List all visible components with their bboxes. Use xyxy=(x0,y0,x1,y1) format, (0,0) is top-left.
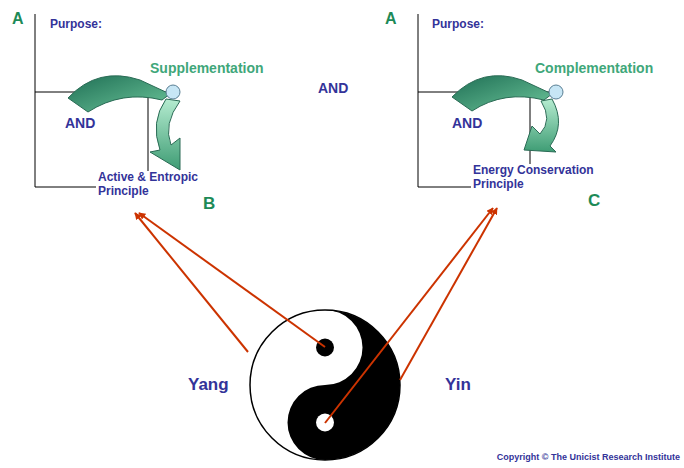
axis-letter: B xyxy=(203,194,215,214)
principle-label: Energy Conservation Principle xyxy=(471,164,640,192)
chart-panel: A Purpose: ComplementationAND Energy Conser… xyxy=(385,8,677,220)
axis-letter: A xyxy=(385,10,397,28)
curve-label: Complementation xyxy=(535,60,653,76)
polarity-label: Yin xyxy=(445,375,471,395)
axis-title: Purpose: xyxy=(432,18,484,32)
point-marker xyxy=(166,85,180,99)
right-chart xyxy=(418,14,600,187)
axis-title: Purpose: xyxy=(50,18,102,32)
operator-label: AND xyxy=(65,115,95,131)
polarity-label: Yang xyxy=(188,375,229,395)
copyright-note: Copyright © The Unicist Research Institu… xyxy=(497,452,680,462)
principle-label: Active & Entropic Principle xyxy=(96,171,240,199)
axis-letter: C xyxy=(588,191,600,211)
arrow-connector xyxy=(135,213,248,352)
operator-label: AND xyxy=(452,115,482,131)
curved-arrow xyxy=(452,76,552,111)
axis-letter: A xyxy=(12,10,24,28)
chart-panel: A Purpose: SupplementationAND Active & Entr… xyxy=(10,8,270,220)
yin-yang-node: Yang Yin xyxy=(180,305,490,465)
operator-label: AND xyxy=(318,80,348,96)
curved-arrow xyxy=(68,76,170,112)
yin-yang-symbol xyxy=(250,310,400,460)
arrow-connector xyxy=(139,213,325,347)
left-chart xyxy=(35,14,215,187)
point-marker xyxy=(549,85,563,99)
arrow-connector xyxy=(400,208,497,380)
axis xyxy=(35,14,36,187)
axis xyxy=(418,14,419,187)
curved-arrow xyxy=(150,99,180,170)
arrow-connector xyxy=(325,208,493,423)
curve-label: Supplementation xyxy=(150,60,264,76)
curved-arrow xyxy=(524,99,559,152)
